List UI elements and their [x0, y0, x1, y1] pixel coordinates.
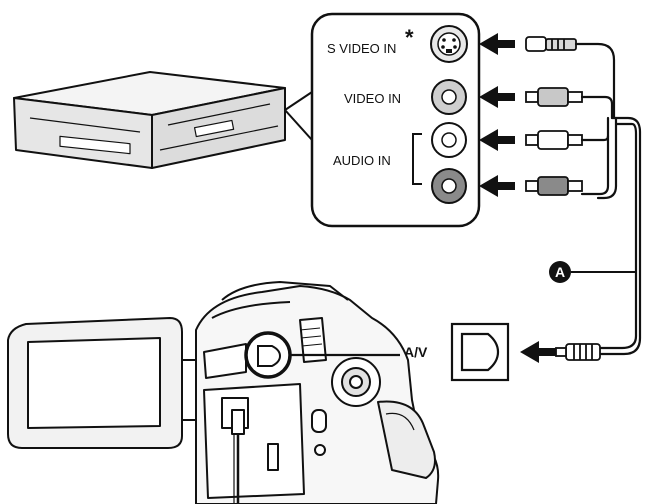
av-label: A/V [404, 344, 428, 360]
s-video-in-label: S VIDEO IN [327, 41, 396, 56]
camcorder [7, 281, 440, 504]
s-video-jack [430, 25, 468, 63]
audio-right-jack [431, 168, 467, 204]
vcr-device [13, 71, 286, 169]
arrow-left-icon [479, 129, 515, 151]
panel-arrows [479, 33, 515, 197]
callout-marker-letter: A [555, 264, 565, 280]
audio-bracket [412, 133, 422, 185]
arrow-left-icon [479, 86, 515, 108]
asterisk-mark: * [405, 25, 414, 50]
callout-marker-a: A [549, 261, 636, 283]
arrow-left-icon [479, 175, 515, 197]
av-mini-plug [555, 343, 601, 361]
video-jack [431, 79, 467, 115]
video-rca-plug [525, 87, 583, 107]
av-port-symbol [450, 322, 510, 382]
callout-lines [284, 91, 313, 141]
camcorder-av-port [244, 331, 400, 379]
arrow-left-icon [520, 341, 556, 363]
audio-left-jack [431, 122, 467, 158]
av-cable [574, 42, 642, 356]
video-in-label: VIDEO IN [344, 91, 401, 106]
audio-in-label: AUDIO IN [333, 153, 391, 168]
s-video-plug [525, 36, 577, 52]
arrow-left-icon [479, 33, 515, 55]
audio-right-rca-plug [525, 176, 583, 196]
audio-left-rca-plug [525, 130, 583, 150]
